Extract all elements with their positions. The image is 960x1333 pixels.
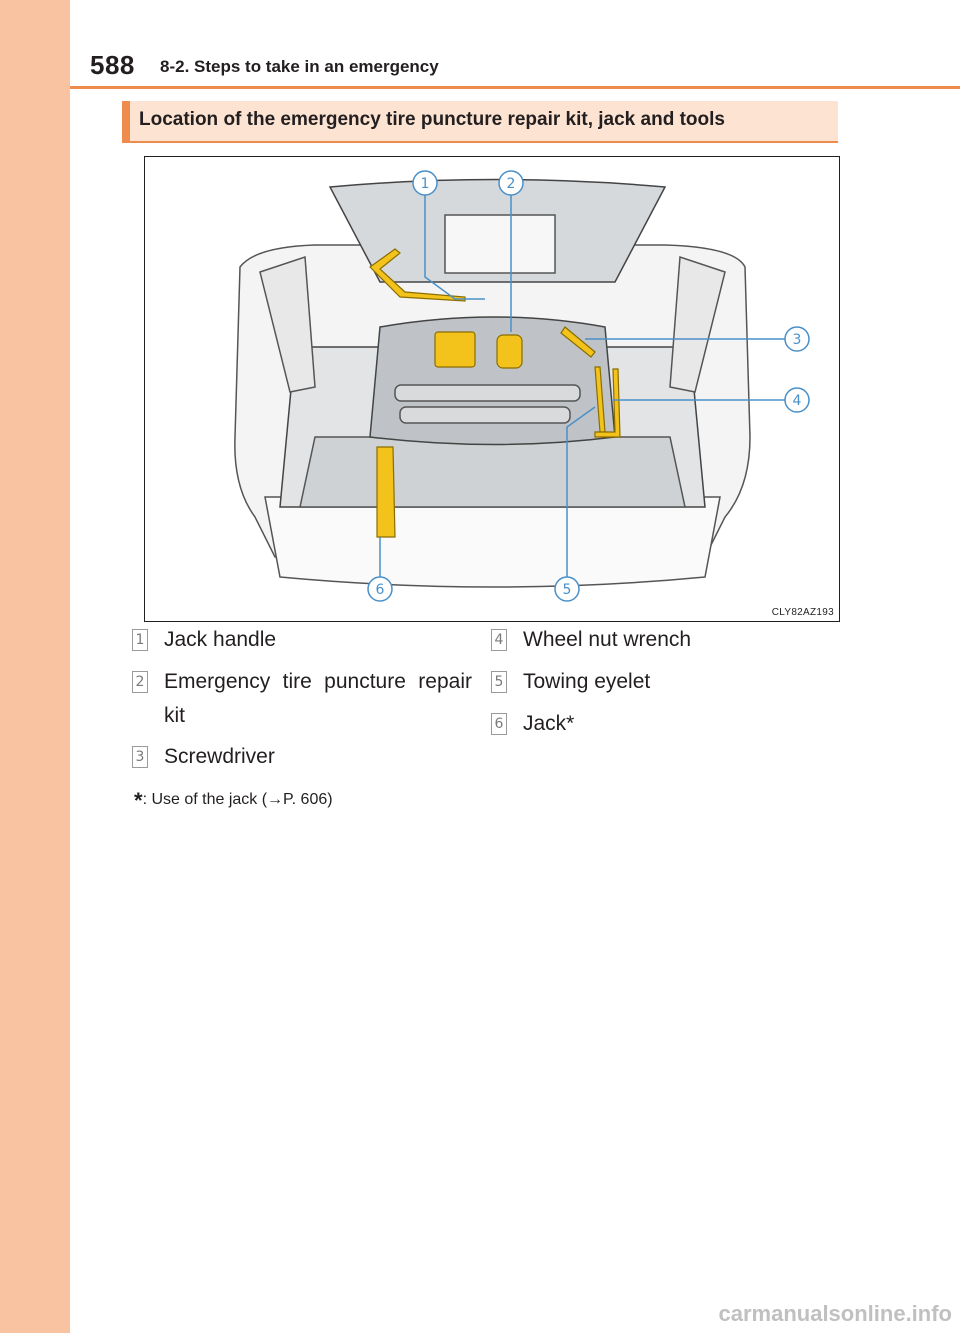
- legend-number-3: 3: [132, 746, 148, 768]
- page-number: 588: [90, 50, 135, 81]
- legend-item-6: 6 Jack*: [491, 707, 831, 741]
- legend-text-6: Jack*: [523, 707, 574, 741]
- section-title: 8-2. Steps to take in an emergency: [160, 57, 439, 77]
- callout-5-label: 5: [563, 582, 572, 598]
- header-rule: [70, 86, 960, 89]
- callout-1-label: 1: [421, 176, 430, 192]
- footnote-text: : Use of the jack (→P. 606): [143, 791, 333, 808]
- legend-item-5: 5 Towing eyelet: [491, 665, 831, 699]
- callout-2-label: 2: [507, 176, 516, 192]
- trunk-drawing: 1 2 3 4 5 6: [145, 157, 839, 621]
- callout-3-label: 3: [793, 332, 802, 348]
- subsection-heading: Location of the emergency tire puncture …: [122, 101, 838, 143]
- legend-text-1: Jack handle: [164, 623, 276, 657]
- legend-text-3: Screwdriver: [164, 740, 275, 774]
- heading-accent-bar: [122, 101, 130, 143]
- legend-number-2: 2: [132, 671, 148, 693]
- footnote-marker: *: [134, 788, 143, 813]
- legend-number-1: 1: [132, 629, 148, 651]
- legend-text-5: Towing eyelet: [523, 665, 650, 699]
- heading-text: Location of the emergency tire puncture …: [139, 109, 725, 131]
- legend-item-4: 4 Wheel nut wrench: [491, 623, 831, 657]
- watermark: carmanualsonline.info: [719, 1301, 953, 1327]
- figure-code: CLY82AZ193: [772, 607, 834, 618]
- legend-item-1: 1 Jack handle: [132, 623, 472, 657]
- legend-text-4: Wheel nut wrench: [523, 623, 691, 657]
- callout-6-label: 6: [376, 582, 385, 598]
- footnote: *: Use of the jack (→P. 606): [134, 788, 333, 814]
- legend-item-2: 2 Emergency tire puncture repair kit: [132, 665, 472, 733]
- legend-number-5: 5: [491, 671, 507, 693]
- legend-text-2: Emergency tire puncture repair kit: [164, 665, 472, 733]
- legend-number-4: 4: [491, 629, 507, 651]
- side-tab: [0, 0, 70, 1333]
- legend-number-6: 6: [491, 713, 507, 735]
- trunk-illustration: 1 2 3 4 5 6 CLY82AZ193: [144, 156, 840, 622]
- callout-4-label: 4: [793, 393, 802, 409]
- legend-item-3: 3 Screwdriver: [132, 740, 472, 774]
